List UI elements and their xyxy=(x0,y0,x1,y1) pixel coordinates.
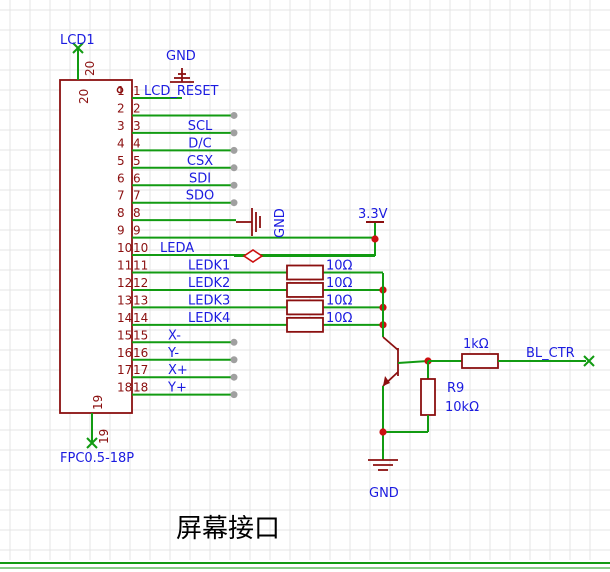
net-label-15: X- xyxy=(168,328,181,343)
resistor-ledk4-value: 10Ω xyxy=(326,311,353,326)
pin-outer-number-14: 14 xyxy=(133,311,148,325)
pin-end-4[interactable] xyxy=(230,146,238,154)
base-resistor-value: 1kΩ xyxy=(463,337,489,352)
bottom-pin[interactable] xyxy=(86,413,98,449)
r9-ref: R9 xyxy=(447,381,464,396)
pin-outer-number-12: 12 xyxy=(133,276,148,290)
vcc-label: 3.3V xyxy=(358,207,388,222)
net-label-10: LEDA xyxy=(160,241,194,256)
pin-number-10: 10 xyxy=(117,241,132,255)
pin-number-18: 18 xyxy=(117,381,132,395)
ctrl-end-x xyxy=(583,355,595,367)
resistor-ledk4[interactable] xyxy=(286,316,324,333)
pin-number-9: 9 xyxy=(117,224,125,238)
pin-outer-number-3: 3 xyxy=(133,119,141,133)
pin-end-17[interactable] xyxy=(230,373,238,381)
pin-outer-number-4: 4 xyxy=(133,136,141,150)
net-label-6: SDI xyxy=(189,171,211,186)
pin-number-6: 6 xyxy=(117,171,125,185)
npn-transistor[interactable] xyxy=(382,273,429,460)
pin-number-8: 8 xyxy=(117,206,125,220)
pin-outer-number-7: 7 xyxy=(133,189,141,203)
pin-outer-number-18: 18 xyxy=(133,381,148,395)
pin-number-5: 5 xyxy=(117,154,125,168)
pin-end-16[interactable] xyxy=(230,356,238,364)
pin-outer-number-11: 11 xyxy=(133,259,148,273)
top-pin[interactable] xyxy=(72,42,84,80)
pin-outer-number-2: 2 xyxy=(133,101,141,115)
pin-outer-number-1: 1 xyxy=(133,84,141,98)
pin-outer-number-15: 15 xyxy=(133,328,148,342)
connector-body[interactable] xyxy=(59,79,133,414)
schematic-caption: 屏幕接口 xyxy=(176,514,280,544)
pin-number-3: 3 xyxy=(117,119,125,133)
pin-outer-number-16: 16 xyxy=(133,346,148,360)
gnd-bottom-label: GND xyxy=(369,486,399,501)
resistor-ledk2-value: 10Ω xyxy=(326,276,353,291)
resistor-ledk3[interactable] xyxy=(286,299,324,316)
footprint-label: FPC0.5-18P xyxy=(60,451,134,466)
gnd-top-label: GND xyxy=(166,49,196,64)
leda-net-flag[interactable] xyxy=(242,249,264,263)
pin-end-6[interactable] xyxy=(230,181,238,189)
resistor-ledk2[interactable] xyxy=(286,282,324,298)
top-pin-number: 20 xyxy=(83,61,97,76)
pin-number-11: 11 xyxy=(117,259,132,273)
pin-number-7: 7 xyxy=(117,189,125,203)
pin-end-15[interactable] xyxy=(230,338,238,346)
pin-end-7[interactable] xyxy=(230,199,238,207)
net-label-17: X+ xyxy=(168,363,188,378)
pin-outer-number-5: 5 xyxy=(133,154,141,168)
net-label-18: Y+ xyxy=(167,381,187,396)
pin-outer-number-9: 9 xyxy=(133,224,141,238)
net-label-3: SCL xyxy=(188,119,213,134)
pin-number-1: 1 xyxy=(117,84,125,98)
resistor-ledk1-value: 10Ω xyxy=(326,259,353,274)
resistor-base[interactable] xyxy=(461,353,499,369)
pin-number-17: 17 xyxy=(117,363,132,377)
net-label-7: SDO xyxy=(186,189,215,204)
net-label-14: LEDK4 xyxy=(188,311,230,326)
pin-number-14: 14 xyxy=(117,311,132,325)
net-label-5: CSX xyxy=(187,154,213,169)
net-bl-ctr: BL_CTR xyxy=(526,346,575,361)
pin-end-2[interactable] xyxy=(230,111,238,119)
pin-end-5[interactable] xyxy=(230,164,238,172)
pin-end-18[interactable] xyxy=(230,391,238,399)
pin-outer-number-13: 13 xyxy=(133,293,148,307)
gnd-symbol-pin8[interactable] xyxy=(236,208,261,236)
bottom-pin-number: 19 xyxy=(97,429,111,444)
junction-gnd xyxy=(379,428,387,436)
net-label-4: D/C xyxy=(188,136,211,151)
pin-number-2: 2 xyxy=(117,101,125,115)
net-label-1: LCD_RESET xyxy=(144,84,219,99)
gnd-symbol-top[interactable] xyxy=(170,68,194,83)
resistor-ledk1[interactable] xyxy=(286,264,324,281)
pin-number-12: 12 xyxy=(117,276,132,290)
resistor-r9[interactable] xyxy=(420,378,436,416)
pin-number-4: 4 xyxy=(117,136,125,150)
r9-value: 10kΩ xyxy=(445,400,479,415)
resistor-ledk3-value: 10Ω xyxy=(326,293,353,308)
pin-number-13: 13 xyxy=(117,293,132,307)
pin1-marker xyxy=(116,86,124,94)
pin-outer-number-6: 6 xyxy=(133,171,141,185)
pin-outer-number-17: 17 xyxy=(133,363,148,377)
junction-vcc xyxy=(371,235,379,243)
pin-outer-number-10: 10 xyxy=(133,241,148,255)
pin-number-16: 16 xyxy=(117,346,132,360)
net-label-16: Y- xyxy=(167,346,179,361)
designator-label: LCD1 xyxy=(60,33,95,48)
top-pin-inner-number: 20 xyxy=(77,89,91,104)
net-label-12: LEDK2 xyxy=(188,276,230,291)
pin-number-15: 15 xyxy=(117,328,132,342)
bottom-pin-inner-number: 19 xyxy=(91,395,105,410)
pin-outer-number-8: 8 xyxy=(133,206,141,220)
net-label-11: LEDK1 xyxy=(188,259,230,274)
gnd-pin8-label: GND xyxy=(273,208,288,238)
gnd-symbol-bottom[interactable] xyxy=(368,459,398,471)
net-label-13: LEDK3 xyxy=(188,293,230,308)
pin-end-3[interactable] xyxy=(230,129,238,137)
